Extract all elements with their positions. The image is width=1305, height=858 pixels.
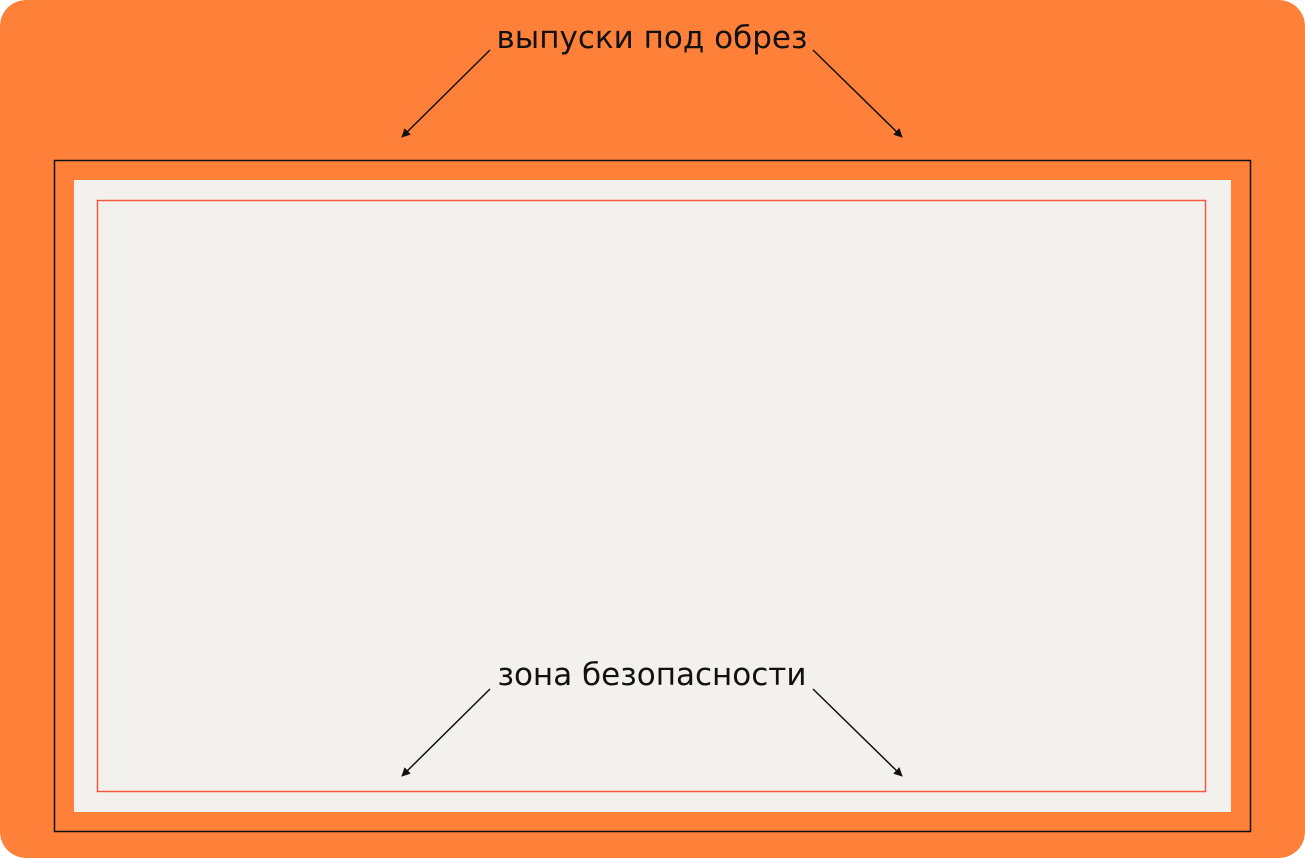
bleed-label: выпуски под обрез: [497, 20, 808, 56]
safe-zone-arrow-right: [812, 688, 903, 777]
safe-zone-arrow-left: [401, 688, 491, 777]
safe-zone-frame: [96, 199, 1207, 793]
bleed-arrow-right: [812, 49, 903, 138]
bleed-outer-frame: [53, 159, 1252, 833]
safe-zone-label: зона безопасности: [497, 657, 806, 693]
page-area: [74, 180, 1231, 812]
bleed-arrow-left: [401, 49, 491, 138]
